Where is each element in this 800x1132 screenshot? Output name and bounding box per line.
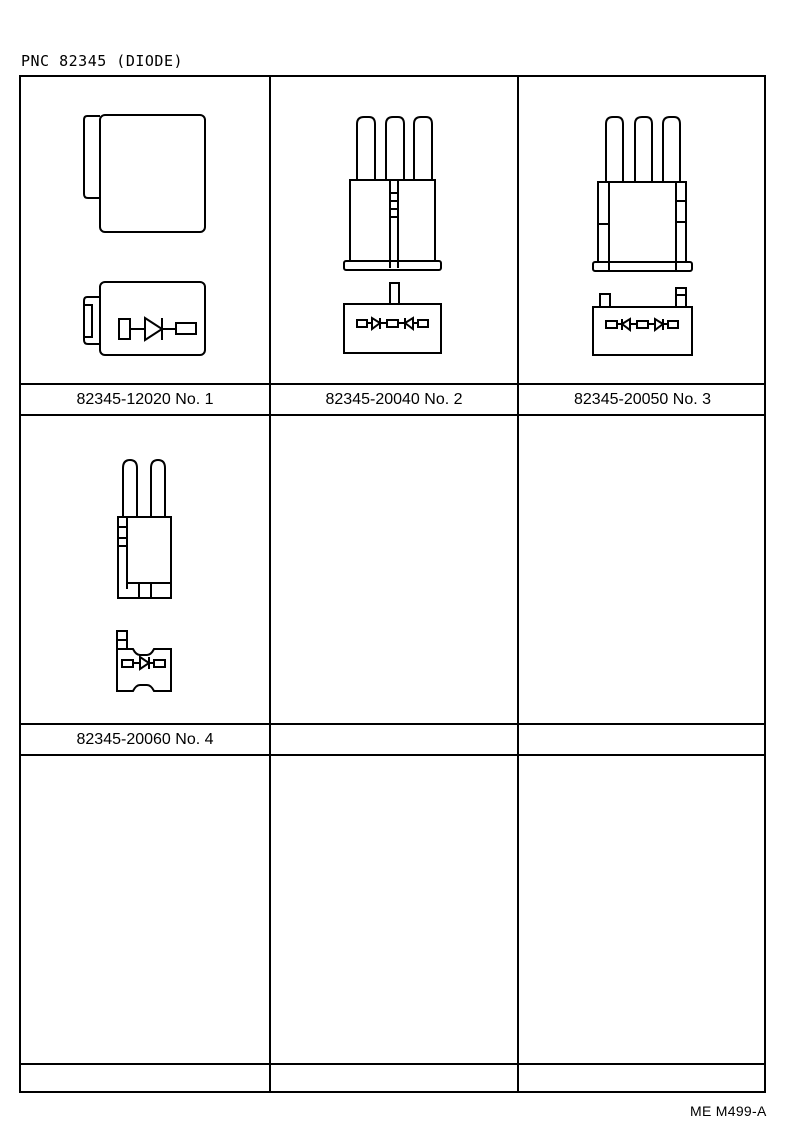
column-divider (269, 77, 271, 1091)
part-label-3: 82345-20050 No. 3 (574, 390, 711, 408)
part-label-1: 82345-12020 No. 1 (76, 390, 214, 408)
column-divider (517, 77, 519, 1091)
row-divider (21, 723, 764, 725)
part-label-2: 82345-20040 No. 2 (325, 390, 463, 408)
row-divider (21, 383, 764, 385)
row-divider (21, 414, 764, 416)
parts-grid: 82345-12020 No. 1 82345-20040 No. 2 8234… (19, 75, 766, 1093)
document-code: ME M499-A (690, 1103, 767, 1119)
page-title: PNC 82345 (DIODE) (21, 52, 184, 70)
row-divider (21, 1063, 764, 1065)
row-divider (21, 754, 764, 756)
part-label-4: 82345-20060 No. 4 (76, 730, 214, 748)
